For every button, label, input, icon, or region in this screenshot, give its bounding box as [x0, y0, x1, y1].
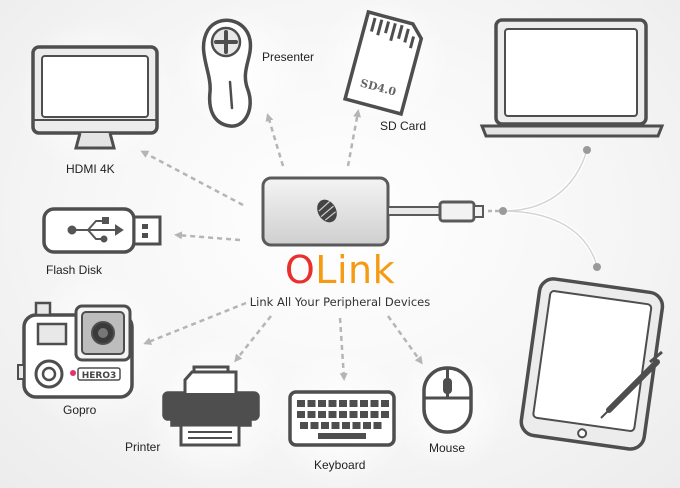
label-hdmi: HDMI 4K: [66, 162, 115, 176]
keyboard-key: [310, 422, 319, 429]
keyboard-spacebar: [318, 433, 366, 439]
label-printer: Printer: [125, 440, 161, 454]
keyboard-key: [370, 411, 379, 418]
sd-card-icon: SD4.0: [342, 9, 424, 117]
label-flash-disk: Flash Disk: [46, 263, 103, 277]
usb-symbol-icon: [67, 217, 124, 243]
keyboard-key: [339, 411, 347, 418]
keyboard-key: [297, 411, 305, 418]
keyboard-key: [339, 400, 347, 407]
stylus-icon: [600, 350, 663, 419]
presenter-icon: [201, 18, 253, 128]
keyboard-key: [370, 400, 379, 407]
arrow-to-flash-disk: [174, 231, 241, 242]
keyboard-key: [328, 400, 337, 407]
keyboard-key: [349, 400, 358, 407]
brand-first-letter: O: [284, 248, 316, 292]
connection-arrows: [140, 109, 423, 381]
keyboard-key: [349, 411, 358, 418]
monitor-icon: [31, 45, 159, 150]
cable-split: [488, 146, 601, 271]
brand-rest: Link: [315, 248, 396, 292]
olink-hub: [261, 176, 484, 247]
keyboard-key: [360, 411, 368, 418]
tablet-icon: [519, 277, 665, 451]
keyboard-key: [307, 411, 316, 418]
mouse-icon: [422, 366, 473, 434]
gopro-text: HERO3: [82, 371, 117, 381]
keyboard-icon: [288, 390, 396, 447]
label-mouse: Mouse: [429, 441, 466, 455]
keyboard-key: [300, 422, 308, 429]
arrow-to-keyboard: [338, 317, 348, 381]
keyboard-key: [360, 400, 368, 407]
printer-icon: [162, 365, 260, 447]
label-gopro: Gopro: [63, 403, 97, 417]
keyboard-key: [331, 422, 340, 429]
keyboard-key: [352, 422, 361, 429]
keyboard-key: [363, 422, 371, 429]
keyboard-key: [381, 400, 389, 407]
arrow-to-sd-card: [346, 109, 362, 167]
keyboard-key: [342, 422, 350, 429]
flash-disk-icon: [42, 207, 162, 254]
laptop-icon: [479, 18, 665, 138]
keyboard-key: [321, 422, 329, 429]
brand-logo: OLink: [0, 248, 680, 292]
arrow-to-printer: [234, 315, 272, 363]
keyboard-key: [318, 411, 326, 418]
label-sd-card: SD Card: [380, 119, 427, 133]
label-presenter: Presenter: [262, 50, 315, 64]
arrow-to-hdmi: [140, 150, 244, 207]
keyboard-key: [297, 400, 305, 407]
keyboard-key: [328, 411, 337, 418]
arrow-to-mouse: [386, 315, 423, 365]
keyboard-key: [373, 422, 382, 429]
gopro-icon: HERO3: [17, 301, 134, 399]
keyboard-key: [381, 411, 389, 418]
keyboard-key: [307, 400, 316, 407]
label-keyboard: Keyboard: [314, 458, 366, 472]
brand-tagline: Link All Your Peripheral Devices: [249, 295, 431, 309]
keyboard-key: [318, 400, 326, 407]
hub-logo-icon: [317, 199, 337, 223]
